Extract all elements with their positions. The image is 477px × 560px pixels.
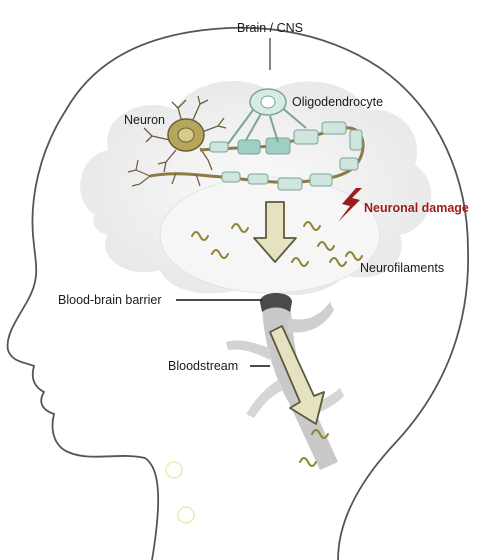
blood-brain-barrier-label: Blood-brain barrier: [58, 293, 162, 307]
oligodendrocyte-label: Oligodendrocyte: [292, 95, 383, 109]
brain-cns-label: Brain / CNS: [237, 21, 303, 35]
neurofilaments-label: Neurofilaments: [360, 261, 444, 275]
neuron-label: Neuron: [124, 113, 165, 127]
bloodstream-label: Bloodstream: [168, 359, 238, 373]
neuronal-damage-label: Neuronal damage: [364, 201, 469, 215]
